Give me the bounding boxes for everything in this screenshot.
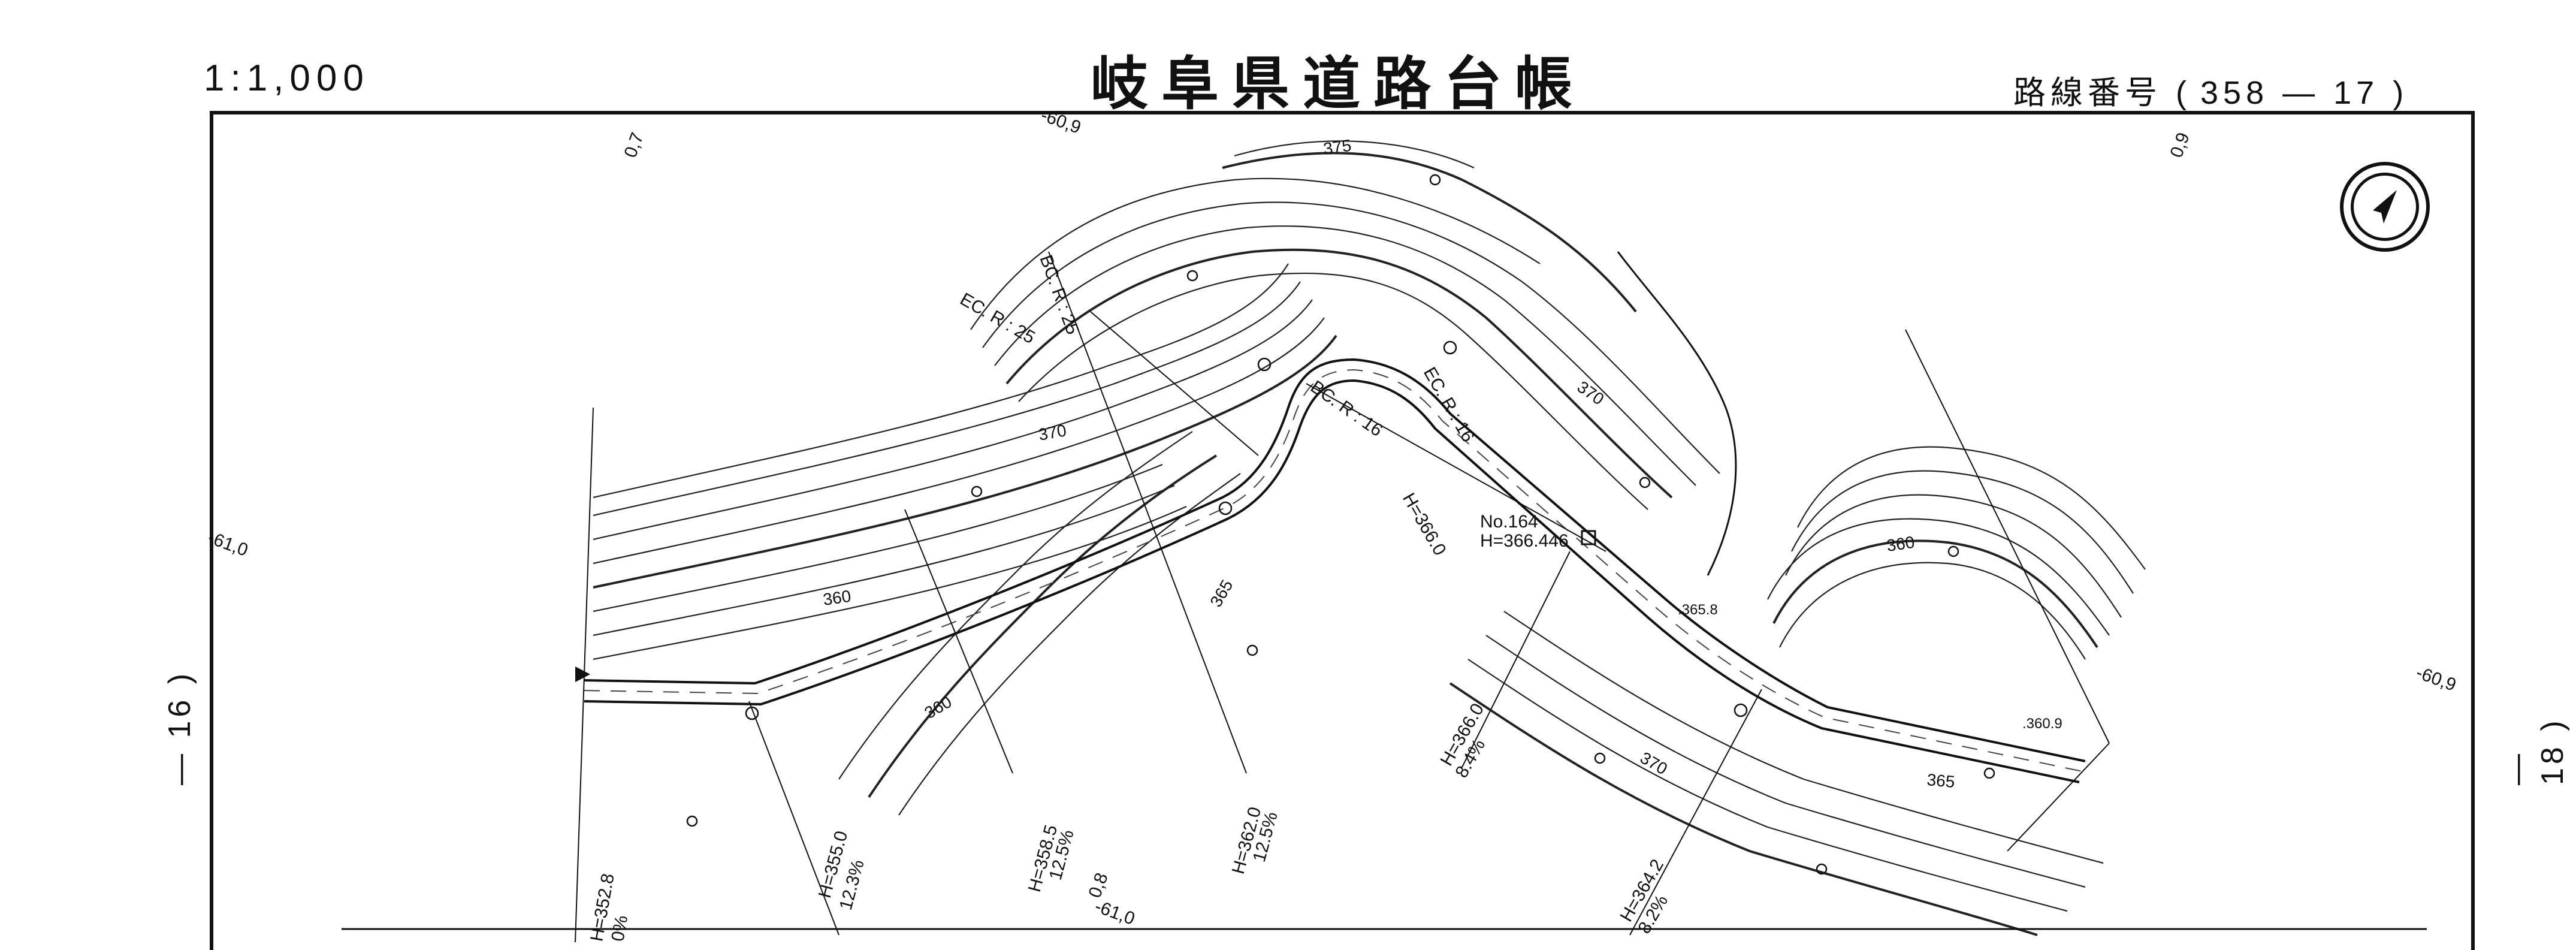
route-number: 358 — 17 xyxy=(2200,75,2379,111)
grid-ref: 0,7 xyxy=(621,130,648,160)
sheet-ref-left: — 16 ) xyxy=(162,669,197,785)
grid-ref: -60,9 xyxy=(1038,105,1084,138)
north-arrow-icon xyxy=(2340,162,2430,252)
contour-label: 365 xyxy=(1926,770,1955,791)
contour-label: 370 xyxy=(1574,378,1608,409)
contour-label: 370 xyxy=(1637,748,1671,778)
grade-height: H=366.0 xyxy=(1399,490,1450,559)
map-frame xyxy=(210,111,2475,950)
map-scale: 1:1,000 xyxy=(204,58,370,99)
route-label: 路線番号 xyxy=(2013,75,2162,111)
spot-height: .360.9 xyxy=(2022,716,2062,732)
curve-label: BC. R : 25 xyxy=(1035,252,1082,337)
grid-ref: -61,0 xyxy=(206,528,251,560)
route-number-label: 路線番号 ( 358 — 17 ) xyxy=(2013,66,2403,113)
contour-label: 370 xyxy=(1037,421,1068,444)
curve-label: BC. R : 16 xyxy=(1307,377,1386,441)
contour-label: 365 xyxy=(1206,577,1236,610)
grade-percent: 0% xyxy=(608,914,632,942)
contour-label: 375 xyxy=(1322,136,1353,158)
station-marker-icon xyxy=(1581,530,1596,545)
sheet-ref-right: — 18 ) xyxy=(2499,717,2570,785)
station-number: No.164 xyxy=(1480,512,1538,532)
grid-ref: 0,9 xyxy=(2167,130,2194,160)
start-arrow-icon xyxy=(575,666,590,682)
contour-label: 360 xyxy=(1886,533,1916,555)
page-title: 岐阜県道路台帳 xyxy=(1091,50,1586,117)
grid-ref: -61,0 xyxy=(1092,897,1138,929)
contour-label: 360 xyxy=(822,587,853,609)
grid-ref: -60,9 xyxy=(2414,663,2459,695)
station-height: H=366.446 xyxy=(1480,531,1569,551)
route-open-paren: ( xyxy=(2176,75,2187,111)
route-close-paren: ) xyxy=(2393,75,2404,111)
north-arrow-glyph-icon xyxy=(2373,190,2397,224)
spot-height: .365.8 xyxy=(1678,602,1718,618)
